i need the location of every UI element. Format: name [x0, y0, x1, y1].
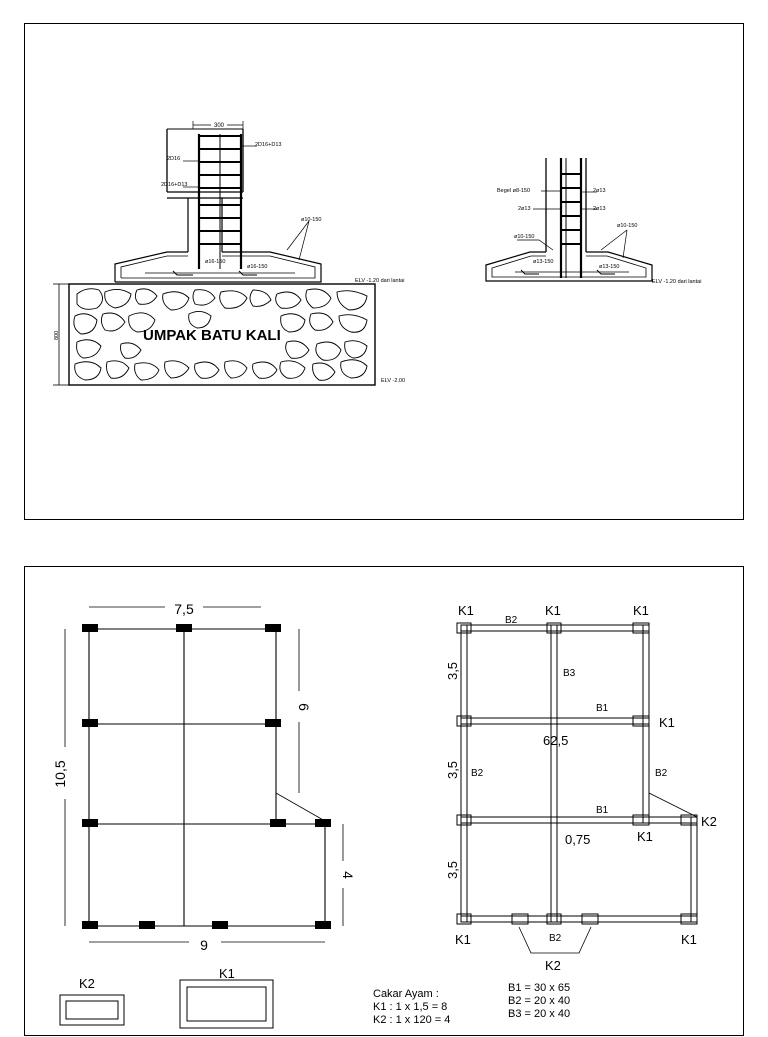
- dim-row-3-5: 3,5: [445, 761, 460, 779]
- label-d10-150-left: ø10-150: [301, 217, 322, 223]
- label-2d13-r2: 2ø13: [593, 206, 606, 212]
- label-d16-150-b: ø16-150: [247, 264, 268, 270]
- beam-plan: K1 K1 K1 K1 K1 K1 K1 K2 K2 B2 B2 B2 B2 B…: [445, 603, 717, 973]
- dim-6: 6: [296, 703, 312, 711]
- label-2d16-d13-top: 2D16+D13: [255, 142, 281, 148]
- beam-k1-label: K1: [681, 932, 697, 947]
- beam-spec-b1: B1 = 30 x 65: [508, 982, 570, 994]
- label-2d13-l2: 2ø13: [518, 206, 531, 212]
- label-d10-150-rl: ø10-150: [514, 234, 535, 240]
- cakar-title: Cakar Ayam :: [373, 988, 439, 1000]
- beam-b2-label: B2: [471, 768, 484, 779]
- legend: K2 K1 Cakar Ayam : K1 : 1 x 1,5 = 8 K2 :…: [59, 966, 570, 1029]
- foundation-plan: 7,5 10,5 6 4 9: [52, 601, 356, 953]
- beam-k1-label: K1: [455, 932, 471, 947]
- beam-b2-label: B2: [505, 615, 518, 626]
- cakar-k2: K2 : 1 x 120 = 4: [373, 1014, 450, 1026]
- dim-9: 9: [200, 937, 208, 953]
- cakar-k1: K1 : 1 x 1,5 = 8: [373, 1001, 447, 1013]
- beam-k1-label: K1: [458, 603, 474, 618]
- text-62-5: 62,5: [543, 733, 568, 748]
- beam-k2-label: K2: [545, 958, 561, 973]
- dim-300-label: 300: [214, 123, 225, 129]
- beam-k2-label: K2: [701, 814, 717, 829]
- dim-800-label: 800: [54, 331, 60, 340]
- umpak-title: UMPAK BATU KALI: [143, 327, 281, 344]
- label-2d16: 2D16: [167, 156, 180, 162]
- beam-k1-label: K1: [637, 829, 653, 844]
- label-d13-150-b: ø13-150: [599, 264, 620, 270]
- beam-k1-label: K1: [545, 603, 561, 618]
- footing-detail-panel: 300 2D16+D13 2D16 2D16+D13 ø10-150 ø16-1…: [24, 23, 744, 520]
- dim-row-3-5: 3,5: [445, 861, 460, 879]
- legend-k1-title: K1: [219, 966, 235, 981]
- label-d10-150-rr: ø10-150: [617, 223, 638, 229]
- legend-k2-title: K2: [79, 976, 95, 991]
- beam-b3-label: B3: [563, 668, 576, 679]
- dim-7-5: 7,5: [174, 601, 194, 617]
- beam-spec-b2: B2 = 20 x 40: [508, 995, 570, 1007]
- elv-label-left: ELV -1.20 dari lantai: [355, 278, 404, 284]
- beam-b1-label: B1: [596, 703, 609, 714]
- beam-b2-label: B2: [549, 933, 562, 944]
- dim-10-5: 10,5: [52, 760, 68, 787]
- beam-b1-label: B1: [596, 805, 609, 816]
- label-d16-150-a: ø16-150: [205, 259, 226, 265]
- beam-b2-label: B2: [655, 768, 668, 779]
- dim-row-3-5: 3,5: [445, 662, 460, 680]
- left-footing: 300 2D16+D13 2D16 2D16+D13 ø10-150 ø16-1…: [114, 120, 404, 284]
- label-2d13-r1: 2ø13: [593, 188, 606, 194]
- plan-drawing: 7,5 10,5 6 4 9: [52, 601, 717, 1029]
- text-0-75: 0,75: [565, 832, 590, 847]
- dim-4: 4: [340, 871, 356, 879]
- umpak-batu-kali: UMPAK BATU KALI 800 ELV -2.00: [53, 283, 405, 386]
- beam-k1-label: K1: [659, 715, 675, 730]
- beam-k1-label: K1: [633, 603, 649, 618]
- right-footing: Begel ø8-150 2ø13 2ø13 2ø13 ø10-150 ø10-…: [485, 158, 701, 285]
- elv-label-right: ELV -1.20 dari lantai: [652, 279, 701, 285]
- footing-detail-drawing: 300 2D16+D13 2D16 2D16+D13 ø10-150 ø16-1…: [53, 120, 701, 386]
- beam-spec-b3: B3 = 20 x 40: [508, 1008, 570, 1020]
- label-2d16-d13-lower: 2D16+D13: [161, 182, 187, 188]
- elv-2-label: ELV -2.00: [381, 378, 405, 384]
- label-d13-150-a: ø13-150: [533, 259, 554, 265]
- foundation-plan-panel: 7,5 10,5 6 4 9: [24, 566, 744, 1036]
- label-begel: Begel ø8-150: [497, 188, 530, 194]
